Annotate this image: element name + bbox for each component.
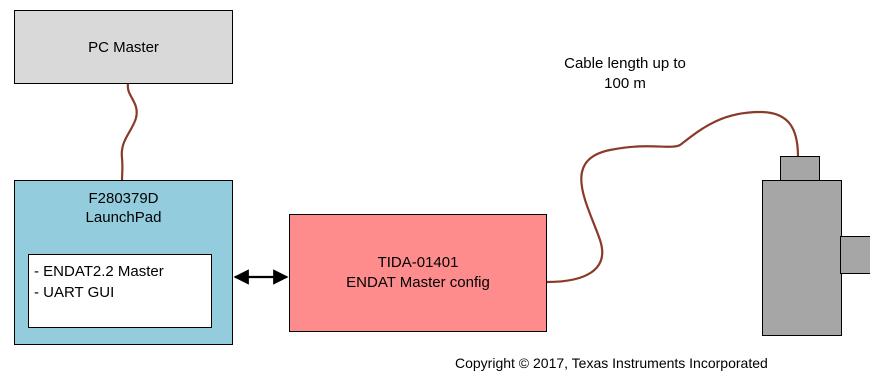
encoder-body xyxy=(762,180,842,336)
copyright-notice: Copyright © 2017, Texas Instruments Inco… xyxy=(455,355,768,371)
encoder-connector xyxy=(780,156,820,182)
launchpad-features-box: - ENDAT2.2 Master - UART GUI xyxy=(28,254,212,328)
cable-length-line2: 100 m xyxy=(604,75,646,92)
cable-length-label: Cable length up to 100 m xyxy=(540,54,710,94)
feature-item: - UART GUI xyxy=(34,284,115,301)
launchpad-title-line2: LaunchPad xyxy=(85,209,162,226)
pc-to-launchpad-cable xyxy=(120,83,138,181)
tida-box: TIDA-01401 ENDAT Master config xyxy=(289,214,547,332)
pc-master-label: PC Master xyxy=(88,38,159,56)
launchpad-title-line1: F280379D xyxy=(88,190,159,207)
pc-master-box: PC Master xyxy=(14,10,233,84)
encoder-cable xyxy=(546,110,800,284)
feature-item: - ENDAT2.2 Master xyxy=(34,263,164,280)
cable-length-line1: Cable length up to xyxy=(564,55,686,72)
tida-line2: ENDAT Master config xyxy=(346,274,490,291)
encoder-shaft xyxy=(840,236,870,274)
tida-line1: TIDA-01401 xyxy=(377,254,459,271)
launchpad-title: F280379D LaunchPad xyxy=(15,189,232,227)
